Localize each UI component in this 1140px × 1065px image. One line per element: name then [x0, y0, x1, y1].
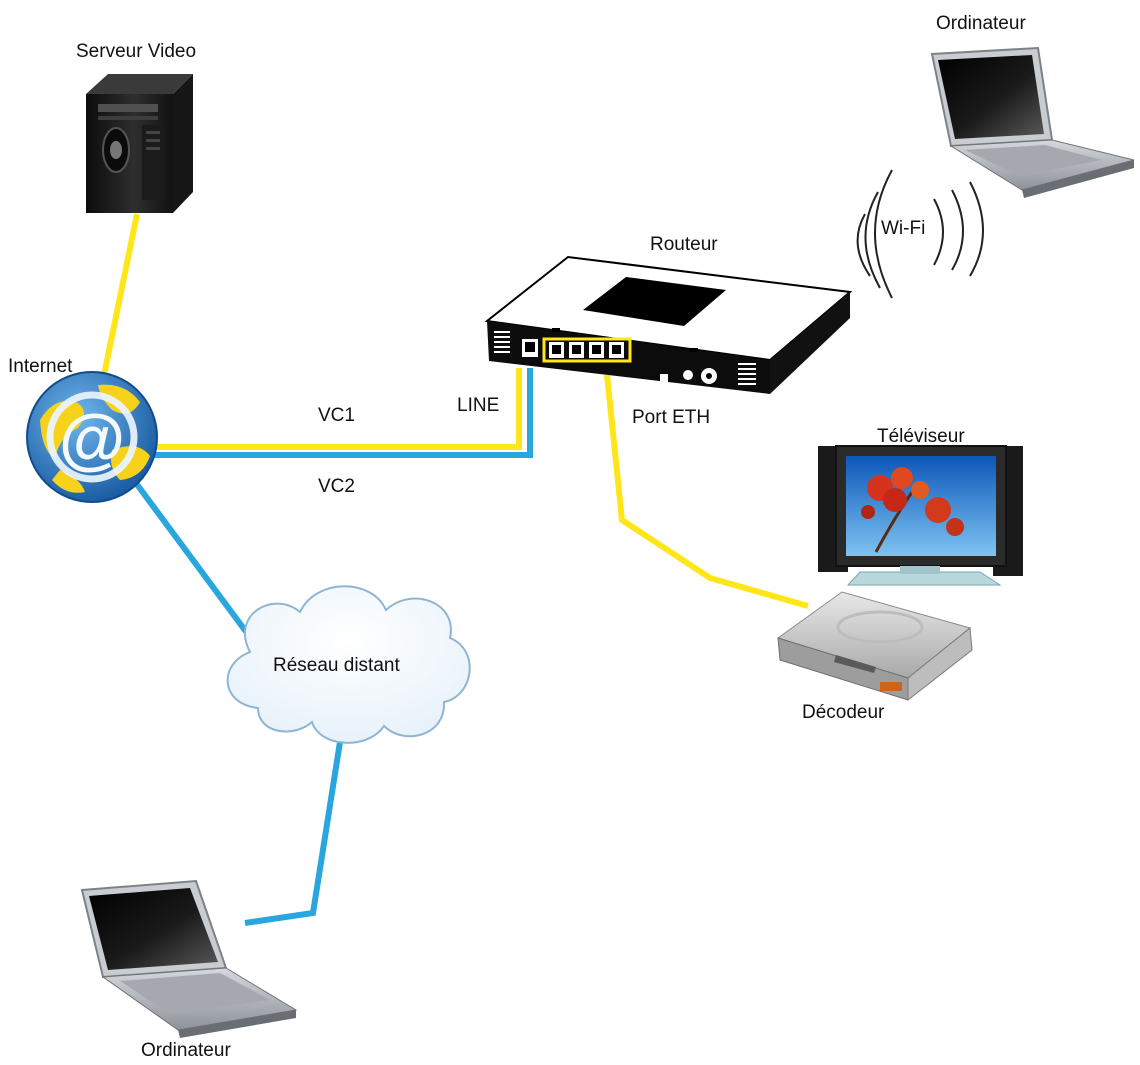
decoder-label: Décodeur: [802, 702, 885, 723]
vc2-label: VC2: [318, 476, 355, 497]
link-router-decoder: [604, 374, 809, 609]
laptop-bottom-left-icon: [80, 879, 298, 1038]
laptop-bottom-label: Ordinateur: [141, 1040, 231, 1061]
television-icon: [818, 445, 1023, 586]
svg-text:@: @: [59, 401, 125, 477]
decoder-icon: [776, 591, 973, 702]
link-internet-cloud: [127, 473, 250, 635]
remote-network-label: Réseau distant: [273, 655, 400, 676]
cloud-icon: [226, 585, 471, 744]
tv-label: Téléviseur: [877, 426, 965, 447]
router-icon: [484, 255, 853, 394]
vc1-label: VC1: [318, 405, 355, 426]
wifi-waves-icon: [856, 169, 984, 299]
link-vc2-blue: [150, 368, 533, 458]
laptop-top-label: Ordinateur: [936, 13, 1026, 34]
router-label: Routeur: [650, 234, 718, 255]
internet-label: Internet: [8, 356, 73, 377]
video-server-label: Serveur Video: [76, 41, 197, 62]
laptop-top-right-icon: [930, 46, 1135, 198]
video-server-icon: [86, 74, 193, 213]
port-eth-label: Port ETH: [632, 407, 711, 428]
link-vc1-yellow: [150, 368, 522, 450]
link-cloud-laptop: [244, 741, 343, 926]
wifi-label: Wi-Fi: [878, 219, 929, 238]
internet-globe-icon: @: [26, 371, 158, 503]
line-port-label: LINE: [457, 395, 500, 416]
link-server-internet: [100, 213, 140, 381]
